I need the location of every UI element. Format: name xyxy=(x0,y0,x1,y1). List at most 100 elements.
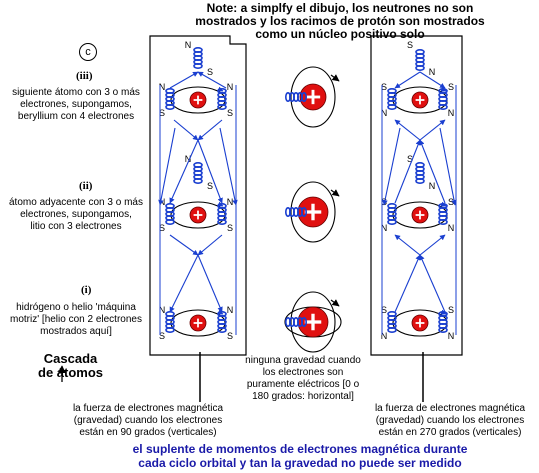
left-coil xyxy=(165,104,175,111)
caption-middle-line-1: ninguna gravedad cuando xyxy=(245,355,361,366)
pole-label-s: S xyxy=(207,67,213,77)
middle-nucleus-plus xyxy=(311,203,315,221)
pole-label-s: S xyxy=(407,40,413,50)
field-line-arrow xyxy=(419,254,446,313)
field-line-arrow xyxy=(197,254,223,313)
level-iii-line-2: electrones, supongamos, xyxy=(20,99,132,110)
pole-label-s: S xyxy=(159,331,165,341)
level-ii-line-2: electrones, supongamos, xyxy=(20,209,132,220)
caption-middle: ninguna gravedad cuando los electrones s… xyxy=(238,355,368,403)
caption-right-line-2: (gravedad) cuando los electrones xyxy=(375,415,525,426)
right-nucleus-plus xyxy=(419,210,421,220)
field-line-arrow xyxy=(197,71,227,89)
pole-label-n: N xyxy=(227,197,234,207)
field-line-arrow xyxy=(394,71,421,89)
right-coil xyxy=(438,326,448,333)
left-nucleus-plus xyxy=(197,318,199,328)
pole-label-n: N xyxy=(227,305,234,315)
right-top-coil xyxy=(415,65,425,72)
caption-middle-line-3: puramente eléctricos [0 o xyxy=(246,379,360,390)
level-iii-line-3: beryllium con 4 electrones xyxy=(17,111,135,122)
field-line-arrow xyxy=(197,139,223,204)
pole-label-n: N xyxy=(448,331,455,341)
left-top-coil xyxy=(193,62,203,69)
orbit-arrow xyxy=(217,86,224,92)
pole-label-n: N xyxy=(448,223,455,233)
orbit-arrow xyxy=(440,309,447,315)
middle-coil xyxy=(300,92,307,103)
pole-label-n: N xyxy=(185,154,192,164)
level-i-line-2: motriz' [helio con 2 electrones xyxy=(10,314,142,325)
pole-label-s: S xyxy=(159,223,165,233)
pole-label-s: S xyxy=(227,223,233,233)
right-coil xyxy=(387,326,397,333)
cascade-label: Cascada de átomos xyxy=(38,352,103,380)
pole-label-n: N xyxy=(448,108,455,118)
caption-left-line-1: la fuerza de electrones magnética xyxy=(72,403,224,414)
pole-label-n: N xyxy=(185,40,192,50)
footer: el suplente de momentos de electrones ma… xyxy=(80,442,520,470)
field-line-arrow xyxy=(169,71,199,89)
field-line-arrow xyxy=(169,234,199,256)
right-coil xyxy=(387,104,397,111)
field-line-arrow xyxy=(394,139,421,204)
left-nucleus-plus xyxy=(197,95,199,105)
pole-label-n: N xyxy=(227,82,234,92)
orbit-arrow xyxy=(217,201,224,207)
level-i-line-1: hidrógeno o helio 'máquina xyxy=(16,302,136,313)
field-line-arrow xyxy=(394,234,421,256)
pole-label-s: S xyxy=(407,154,413,164)
orbit-arrow xyxy=(330,299,340,307)
pole-label-n: N xyxy=(381,108,388,118)
cascade-line-2: de átomos xyxy=(38,365,104,380)
pole-label-n: N xyxy=(159,305,166,315)
caption-left-line-3: están en 90 grados (verticales) xyxy=(79,427,217,438)
level-i-roman: (i) xyxy=(81,284,92,296)
cascade-line-1: Cascada xyxy=(43,351,98,366)
footer-line-2: cada ciclo orbital y tan la gravedad no … xyxy=(138,456,462,470)
left-coil xyxy=(217,104,227,111)
orbit-arrow xyxy=(440,201,447,207)
left-coil xyxy=(165,219,175,226)
right-coil xyxy=(438,104,448,111)
pole-label-n: N xyxy=(429,67,436,77)
field-line-arrow xyxy=(419,71,446,89)
field-line-arrow xyxy=(382,127,401,206)
left-coil xyxy=(217,219,227,226)
field-line-arrow xyxy=(419,119,446,141)
middle-coil xyxy=(300,316,307,327)
right-nucleus-plus xyxy=(419,95,421,105)
caption-left: la fuerza de electrones magnética (grave… xyxy=(58,403,238,439)
level-iii-line-1: siguiente átomo con 3 o más xyxy=(12,87,140,98)
caption-left-line-2: (gravedad) cuando los electrones xyxy=(73,415,223,426)
left-panel-frame xyxy=(149,35,247,356)
level-ii-desc: átomo adyacente con 3 o más electrones, … xyxy=(2,197,150,233)
caption-right: la fuerza de electrones magnética (grave… xyxy=(360,403,539,439)
field-line-arrow xyxy=(439,127,457,206)
note: Note: a simplfy el dibujo, los neutrones… xyxy=(140,2,539,41)
note-line-2: mostrados y los racimos de protón son mo… xyxy=(195,14,485,28)
pole-label-n: N xyxy=(381,223,388,233)
level-iii-roman: (iii) xyxy=(76,70,93,82)
field-line-arrow xyxy=(158,127,176,206)
field-line-arrow xyxy=(394,254,421,313)
pole-label-s: S xyxy=(227,108,233,118)
pole-label-s: S xyxy=(381,305,387,315)
right-coil xyxy=(438,219,448,226)
caption-right-line-3: están en 270 grados (verticales) xyxy=(378,427,522,438)
left-nucleus-plus xyxy=(197,210,199,220)
field-line-arrow xyxy=(394,119,421,141)
middle-nucleus-plus xyxy=(311,89,315,105)
right-coil xyxy=(387,219,397,226)
pole-label-s: S xyxy=(227,331,233,341)
level-ii-line-1: átomo adyacente con 3 o más xyxy=(9,197,143,208)
note-line-3: como un núcleo positivo solo xyxy=(255,27,425,41)
pole-label-s: S xyxy=(159,108,165,118)
caption-middle-line-4: 180 grados: horizontal] xyxy=(252,391,354,402)
pole-label-n: N xyxy=(159,82,166,92)
right-panel-frame xyxy=(370,35,463,356)
caption-right-line-1: la fuerza de electrones magnética xyxy=(374,403,526,414)
field-line-arrow xyxy=(219,127,238,206)
orbit-arrow xyxy=(330,189,340,197)
pole-label-s: S xyxy=(207,181,213,191)
